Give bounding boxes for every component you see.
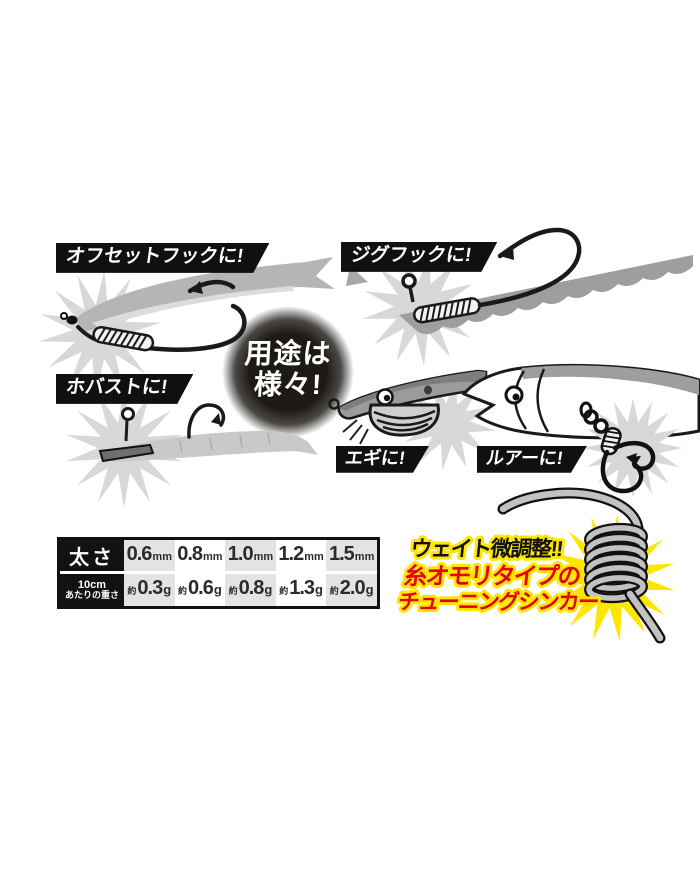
label-offset-hook-text: オフセットフックに! [64,246,245,267]
treble-hook-left [600,449,644,494]
hover-strolling-rig-illustration [65,388,318,508]
label-jig-hook-text: ジグフックに! [349,245,473,266]
treble-hook-right [612,440,656,471]
weight-header-line2: あたりの重さ [64,590,119,601]
hook-tip [211,413,221,425]
coil-hatch [419,299,472,322]
jig-eye-stem [124,419,129,442]
uses-badge-line1: 用途は [243,338,333,369]
promo-copy: ウェイト微調整!! 糸オモリタイプの チューニングシンカー [394,533,602,617]
tuning-sinker-coil-illustration [497,487,675,644]
jig-hook-illustration [346,227,693,366]
egi-squid-jig-illustration [328,369,496,471]
belly-coil-wraps [373,409,436,432]
lure-back-band [520,365,699,395]
line-tie-ring-icon [328,398,340,410]
coil-hatch [96,328,147,349]
offset-hook-lure-illustration [38,257,335,394]
coil-hatch [602,430,621,449]
label-lure: ルアーに! [477,446,587,473]
jig-eye-stem [408,286,415,303]
label-egi: エギに! [336,446,429,473]
minnow-lure-illustration [461,363,700,498]
promo-line3: チューニングシンカー [397,589,600,614]
minnow-bait-body [108,430,318,462]
jig-hook-bend [477,227,582,308]
coil-loop [586,565,646,591]
label-hobast: ホバストに! [56,374,193,404]
split-ring-icon [593,418,609,434]
line-tie-ring-icon [60,312,68,320]
bait-nose-eye [66,315,78,325]
lure-pupil [512,393,520,401]
egi-pupil [383,394,391,402]
hook-tip [630,456,641,466]
wire-coil-on-hook-icon [92,326,155,352]
hover-blade [98,443,155,463]
jig-eye-ring-icon [121,407,135,421]
promo-headline: ウェイト微調整!! [409,536,563,561]
soft-bait-belly-stripe [92,286,294,328]
uses-badge-line2: 様々! [253,369,323,401]
starburst-icon [402,377,496,471]
label-hobast-text: ホバストに! [64,377,169,398]
coil-lead-tube [499,489,642,532]
weight-header-line1: 10cm [77,578,107,591]
coil-tail-tube [626,590,664,642]
promo-line2: 糸オモリタイプの [402,563,581,589]
hook-tip [500,246,514,260]
egi-spot [424,385,432,395]
split-ring-icon [583,409,599,425]
jig-eye-ring-icon [401,273,417,289]
label-jig-hook: ジグフックに! [341,242,497,272]
starburst-icon [583,398,683,498]
label-lure-text: ルアーに! [484,448,565,468]
label-egi-text: エギに! [343,448,407,468]
uses-badge-disc [222,306,354,438]
spec-table-row2-header: 10cm あたりの重さ [60,574,124,606]
coil-loop [586,575,646,601]
label-offset-hook: オフセットフックに! [56,243,269,273]
thickness-header-text: 太さ [69,547,115,569]
hook-bend [187,403,226,439]
hook-tip [190,281,203,294]
mouth-line [469,396,492,406]
spec-table-row1-header: 太さ [60,540,124,571]
egi-back-stripe [339,371,486,411]
uses-badge: 用途は 様々! [222,338,354,401]
egi-bristles [342,419,369,445]
